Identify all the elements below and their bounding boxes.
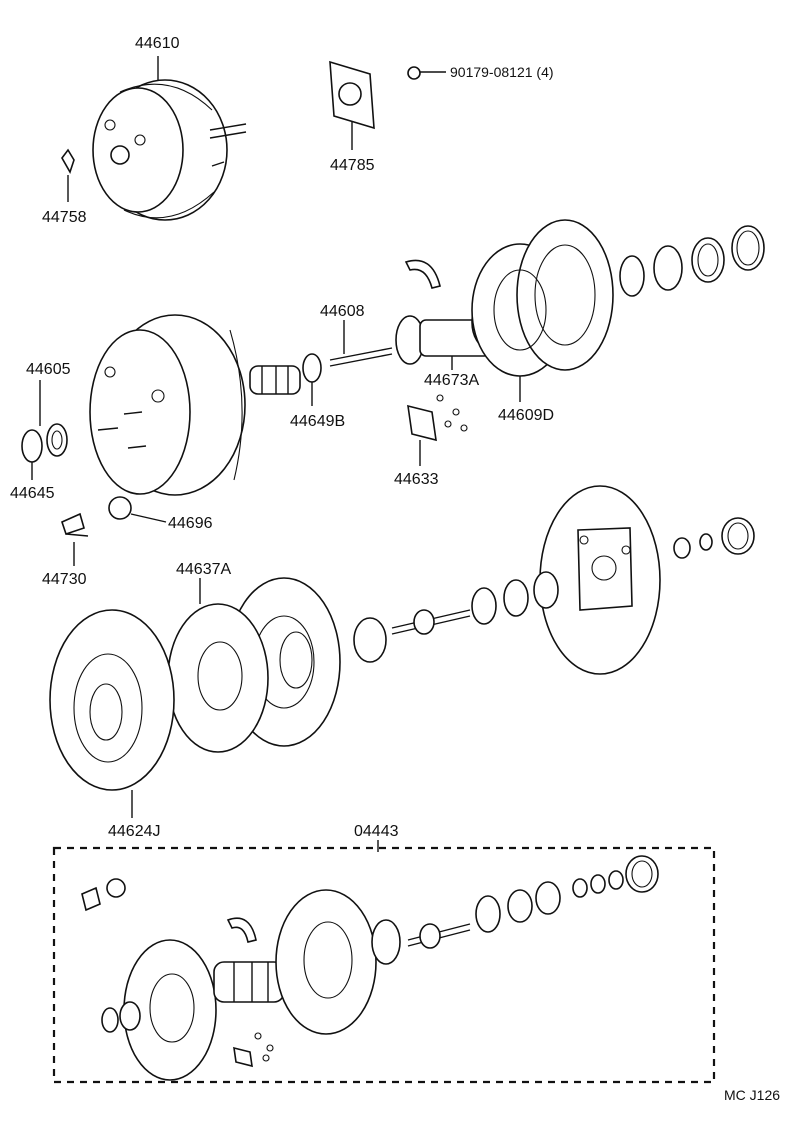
- clip-top: [404, 259, 441, 289]
- boot-44696: [108, 496, 167, 523]
- label-44608: 44608: [320, 303, 365, 320]
- diaphragm-44624j: [49, 609, 175, 818]
- label-44696: 44696: [168, 515, 213, 532]
- label-44605: 44605: [26, 361, 71, 378]
- label-44673a: 44673A: [424, 372, 479, 389]
- label-44609d: 44609D: [498, 407, 554, 424]
- label-44624j: 44624J: [108, 823, 161, 840]
- label-44730: 44730: [42, 571, 87, 588]
- clip-44758: [61, 148, 75, 202]
- diaphragm-44637a: [167, 577, 341, 753]
- ring-set-top-right: [619, 225, 765, 297]
- booster-assembly-44610: [92, 56, 247, 221]
- label-44785: 44785: [330, 157, 375, 174]
- gasket-44785: [329, 60, 375, 150]
- label-44633: 44633: [394, 471, 439, 488]
- pin-44730: [61, 512, 89, 566]
- label-44645: 44645: [10, 485, 55, 502]
- rod-and-ring-mid: [353, 571, 559, 663]
- retainer-44645: [21, 429, 43, 480]
- nut-90179: [407, 66, 446, 80]
- seal-44605: [39, 380, 68, 457]
- label-44610: 44610: [135, 35, 180, 52]
- diaphragm-44609d: [471, 219, 614, 402]
- plate-44633: [407, 394, 468, 466]
- label-44758: 44758: [42, 209, 87, 226]
- ring-set-mid-right: [673, 517, 755, 559]
- label-44649b: 44649B: [290, 413, 345, 430]
- spring-and-rod-44608: [249, 320, 393, 406]
- front-shell-right: [539, 485, 661, 675]
- label-04443: 04443: [354, 823, 399, 840]
- rear-shell: [89, 314, 246, 496]
- label-90179-08121: 90179-08121 (4): [450, 64, 554, 80]
- label-44637a: 44637A: [176, 561, 231, 578]
- footer-code: MC J126: [724, 1087, 780, 1103]
- kit-04443-box: [52, 840, 716, 1084]
- kit-04443-parts: [81, 855, 659, 1081]
